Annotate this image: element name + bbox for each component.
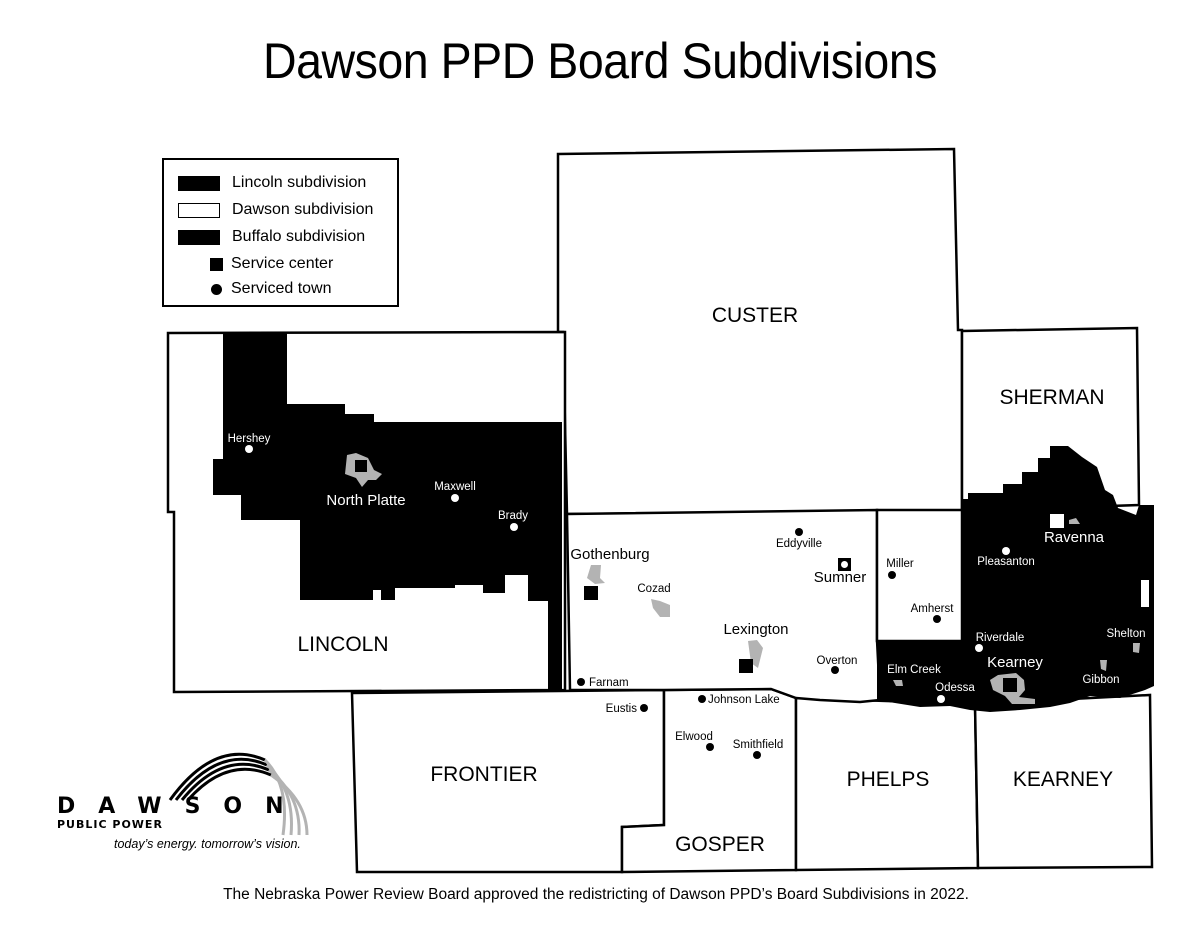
legend-label: Serviced town: [231, 280, 332, 297]
buffalo-gap: [1141, 580, 1149, 607]
town-label-shelton: Shelton: [1106, 628, 1145, 640]
cozad-area: [651, 599, 670, 617]
service-center-north-platte: [355, 460, 367, 472]
town-label-riverdale: Riverdale: [976, 632, 1025, 644]
legend-item-buffalo: Buffalo subdivision: [164, 228, 365, 246]
arc-stripes-icon: [168, 752, 309, 836]
dot-hershey: [245, 445, 253, 453]
square-icon: [210, 257, 223, 271]
town-label-ravenna: Ravenna: [1044, 529, 1105, 546]
dot-odessa: [937, 695, 945, 703]
town-label-cozad: Cozad: [637, 583, 670, 595]
dot-smithfield: [753, 751, 761, 759]
dawson-public-power-logo: DAWSON PUBLIC POWER today’s energy. tomo…: [55, 740, 335, 860]
town-label-brady: Brady: [498, 510, 528, 522]
dot-johnson-lake: [698, 695, 706, 703]
dot-riverdale: [975, 644, 983, 652]
legend-item-serviced-town: Serviced town: [164, 280, 332, 298]
dot-maxwell: [451, 494, 459, 502]
town-label-pleasanton: Pleasanton: [977, 556, 1035, 568]
dot-overton: [831, 666, 839, 674]
town-label-gibbon: Gibbon: [1082, 674, 1119, 686]
footer-note: The Nebraska Power Review Board approved…: [223, 886, 969, 903]
county-label-frontier: FRONTIER: [430, 763, 537, 786]
legend-label: Dawson subdivision: [232, 201, 374, 218]
town-label-overton: Overton: [817, 655, 858, 667]
dot-farnam: [577, 678, 585, 686]
town-label-eddyville: Eddyville: [776, 538, 822, 550]
logo-subtitle: PUBLIC POWER: [57, 818, 163, 831]
legend-item-service-center: Service center: [164, 255, 333, 273]
town-label-farnam: Farnam: [589, 677, 629, 689]
county-label-custer: CUSTER: [712, 304, 798, 327]
service-center-gothenburg: [584, 586, 598, 600]
county-label-kearney: KEARNEY: [1013, 768, 1113, 791]
county-label-sherman: SHERMAN: [999, 386, 1104, 409]
gibbon-area: [1100, 660, 1107, 671]
service-centers: [355, 460, 1064, 673]
county-custer: [556, 147, 964, 516]
elm-creek-area: [893, 680, 903, 686]
town-label-lexington: Lexington: [723, 621, 788, 638]
buffalo-swatch-icon: [178, 229, 220, 245]
circle-icon: [211, 283, 222, 295]
map-legend: Lincoln subdivision Dawson subdivision B…: [162, 158, 399, 307]
town-label-sumner: Sumner: [814, 569, 867, 586]
service-center-lexington: [739, 659, 753, 673]
buffalo-subdivision-area: [877, 446, 1154, 712]
town-label-maxwell: Maxwell: [434, 481, 476, 493]
town-label-kearney: Kearney: [987, 654, 1043, 671]
legend-label: Lincoln subdivision: [232, 174, 367, 191]
town-label-gothenburg: Gothenburg: [570, 546, 649, 563]
town-label-johnson-lake: Johnson Lake: [708, 694, 780, 706]
town-label-north-platte: North Platte: [326, 492, 405, 509]
kearney-center: [1003, 678, 1017, 692]
dot-eustis: [640, 704, 648, 712]
ravenna-area: [1069, 518, 1080, 524]
town-label-odessa: Odessa: [935, 682, 975, 694]
town-dots: [245, 445, 1010, 759]
dawson-swatch-icon: [178, 202, 220, 218]
shelton-area: [1133, 643, 1140, 653]
legend-item-dawson: Dawson subdivision: [164, 201, 373, 219]
city-areas: [345, 453, 1140, 704]
town-label-elm-creek: Elm Creek: [887, 664, 941, 676]
town-label-smithfield: Smithfield: [733, 739, 784, 751]
town-label-amherst: Amherst: [911, 603, 955, 615]
dot-elwood: [706, 743, 714, 751]
legend-item-lincoln: Lincoln subdivision: [164, 174, 366, 192]
county-label-gosper: GOSPER: [675, 833, 765, 856]
service-center-ravenna: [1050, 514, 1064, 528]
sumner-town-dot: [841, 561, 848, 568]
gothenburg-area: [587, 565, 605, 584]
legend-label: Buffalo subdivision: [232, 228, 366, 245]
county-kearney: [973, 693, 1154, 870]
town-label-eustis: Eustis: [606, 703, 638, 715]
dot-amherst: [933, 615, 941, 623]
dot-miller: [888, 571, 896, 579]
dot-eddyville: [795, 528, 803, 536]
lincoln-swatch-icon: [178, 175, 220, 191]
town-label-elwood: Elwood: [675, 731, 713, 743]
legend-label: Service center: [231, 255, 334, 272]
county-label-lincoln: LINCOLN: [297, 633, 388, 656]
town-label-hershey: Hershey: [228, 433, 271, 445]
logo-tagline: today’s energy. tomorrow’s vision.: [114, 837, 301, 851]
dot-brady: [510, 523, 518, 531]
county-label-phelps: PHELPS: [847, 768, 930, 791]
town-label-miller: Miller: [886, 558, 914, 570]
map-title: Dawson PPD Board Subdivisions: [262, 33, 938, 89]
dot-pleasanton: [1002, 547, 1010, 555]
logo-wordmark: DAWSON: [57, 794, 307, 819]
lincoln-subdivision-area: [213, 333, 562, 690]
